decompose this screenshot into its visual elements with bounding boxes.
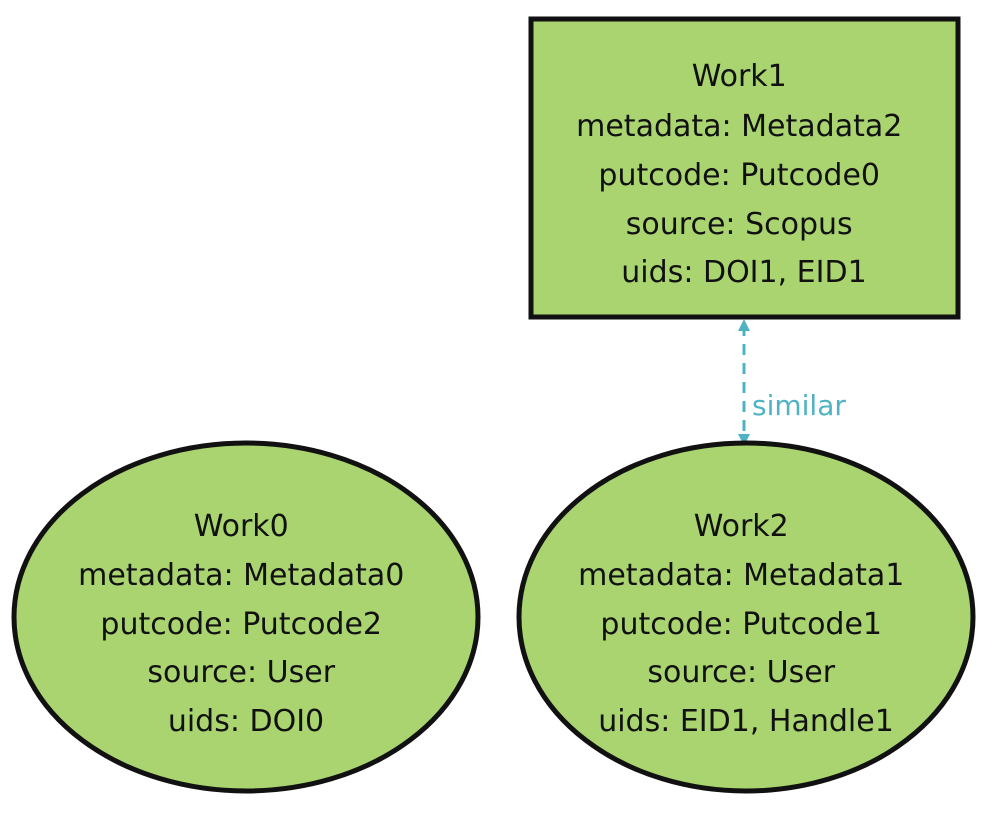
node-work2-putcode: putcode: Putcode1 <box>600 607 882 642</box>
node-work0-source: source: User <box>147 655 335 690</box>
node-work2-shape <box>516 440 976 794</box>
node-work0-shape <box>11 440 481 794</box>
node-work1-putcode: putcode: Putcode0 <box>598 158 880 193</box>
node-work2-title: Work2 <box>694 509 789 544</box>
node-work1-uids: uids: DOI1, EID1 <box>621 255 866 290</box>
node-work1[interactable]: Work1 metadata: Metadata2 putcode: Putco… <box>528 16 961 320</box>
edge-similar-label: similar <box>752 389 846 422</box>
node-work1-title: Work1 <box>692 59 787 94</box>
node-work2-metadata: metadata: Metadata1 <box>578 558 904 593</box>
node-work1-metadata: metadata: Metadata2 <box>576 109 902 144</box>
edge-work1-work2: similar <box>738 319 846 446</box>
node-work1-source: source: Scopus <box>626 207 853 242</box>
node-work2-source: source: User <box>647 655 835 690</box>
node-work2[interactable]: Work2 metadata: Metadata1 putcode: Putco… <box>516 440 976 794</box>
node-work1-shape <box>528 16 961 320</box>
node-work0-metadata: metadata: Metadata0 <box>78 558 404 593</box>
node-work2-label: Work2 metadata: Metadata1 putcode: Putco… <box>578 509 914 739</box>
node-work0[interactable]: Work0 metadata: Metadata0 putcode: Putco… <box>11 440 481 794</box>
node-work0-title: Work0 <box>194 509 289 544</box>
node-work1-label: Work1 metadata: Metadata2 putcode: Putco… <box>576 59 912 290</box>
node-work0-putcode: putcode: Putcode2 <box>100 607 382 642</box>
node-work0-label: Work0 metadata: Metadata0 putcode: Putco… <box>78 509 414 739</box>
node-work2-uids: uids: EID1, Handle1 <box>598 704 894 739</box>
node-work0-uids: uids: DOI0 <box>168 704 324 739</box>
